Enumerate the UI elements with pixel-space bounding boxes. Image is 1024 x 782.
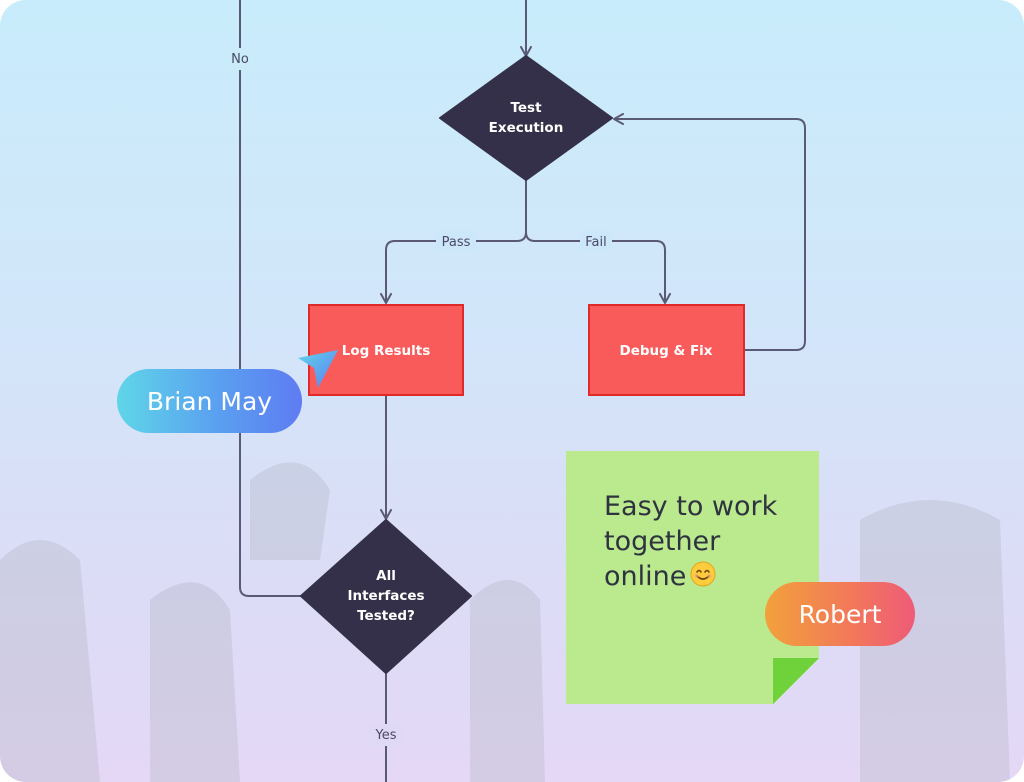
node-debug-fix-label: Debug & Fix <box>619 343 712 359</box>
collaborator-name-robert: Robert <box>798 599 882 629</box>
edge-label-pass: Pass <box>442 235 471 250</box>
node-log-results[interactable]: Log Results <box>308 304 464 396</box>
sticky-note-line2: together <box>604 526 721 557</box>
sticky-note-line3: online <box>604 561 687 592</box>
smiling-face-icon <box>690 561 716 596</box>
node-all-tested-line3: Tested? <box>357 608 415 624</box>
sticky-note-line1: Easy to work <box>604 491 778 522</box>
node-log-results-label: Log Results <box>342 343 431 359</box>
cursor-brian-icon <box>298 350 338 388</box>
collaborator-tag-brian: Brian May <box>117 369 302 433</box>
connector-no <box>239 0 301 597</box>
collaborator-tag-robert: Robert <box>765 582 915 646</box>
connector-loop <box>613 113 806 351</box>
node-test-execution-line1: Test <box>510 100 542 116</box>
sticky-note-text: Easy to work together online <box>604 489 804 596</box>
edge-label-fail: Fail <box>585 235 606 250</box>
node-debug-fix[interactable]: Debug & Fix <box>588 304 745 396</box>
node-all-tested-line1: All <box>376 568 396 584</box>
collaborator-name-brian: Brian May <box>146 386 273 416</box>
sticky-note-line3-wrap: online <box>604 559 804 596</box>
edge-label-yes: Yes <box>375 728 397 743</box>
edge-labels: No Pass Fail Yes <box>224 48 612 746</box>
node-test-execution-line2: Execution <box>489 120 564 136</box>
connector-fail <box>525 231 671 304</box>
edge-label-no: No <box>231 52 249 67</box>
node-all-interfaces-tested[interactable]: All Interfaces Tested? <box>300 519 472 674</box>
node-test-execution[interactable]: Test Execution <box>439 55 613 181</box>
sticky-note-corner <box>773 658 819 704</box>
background-texture <box>0 462 1010 782</box>
node-all-tested-line2: Interfaces <box>347 588 424 604</box>
